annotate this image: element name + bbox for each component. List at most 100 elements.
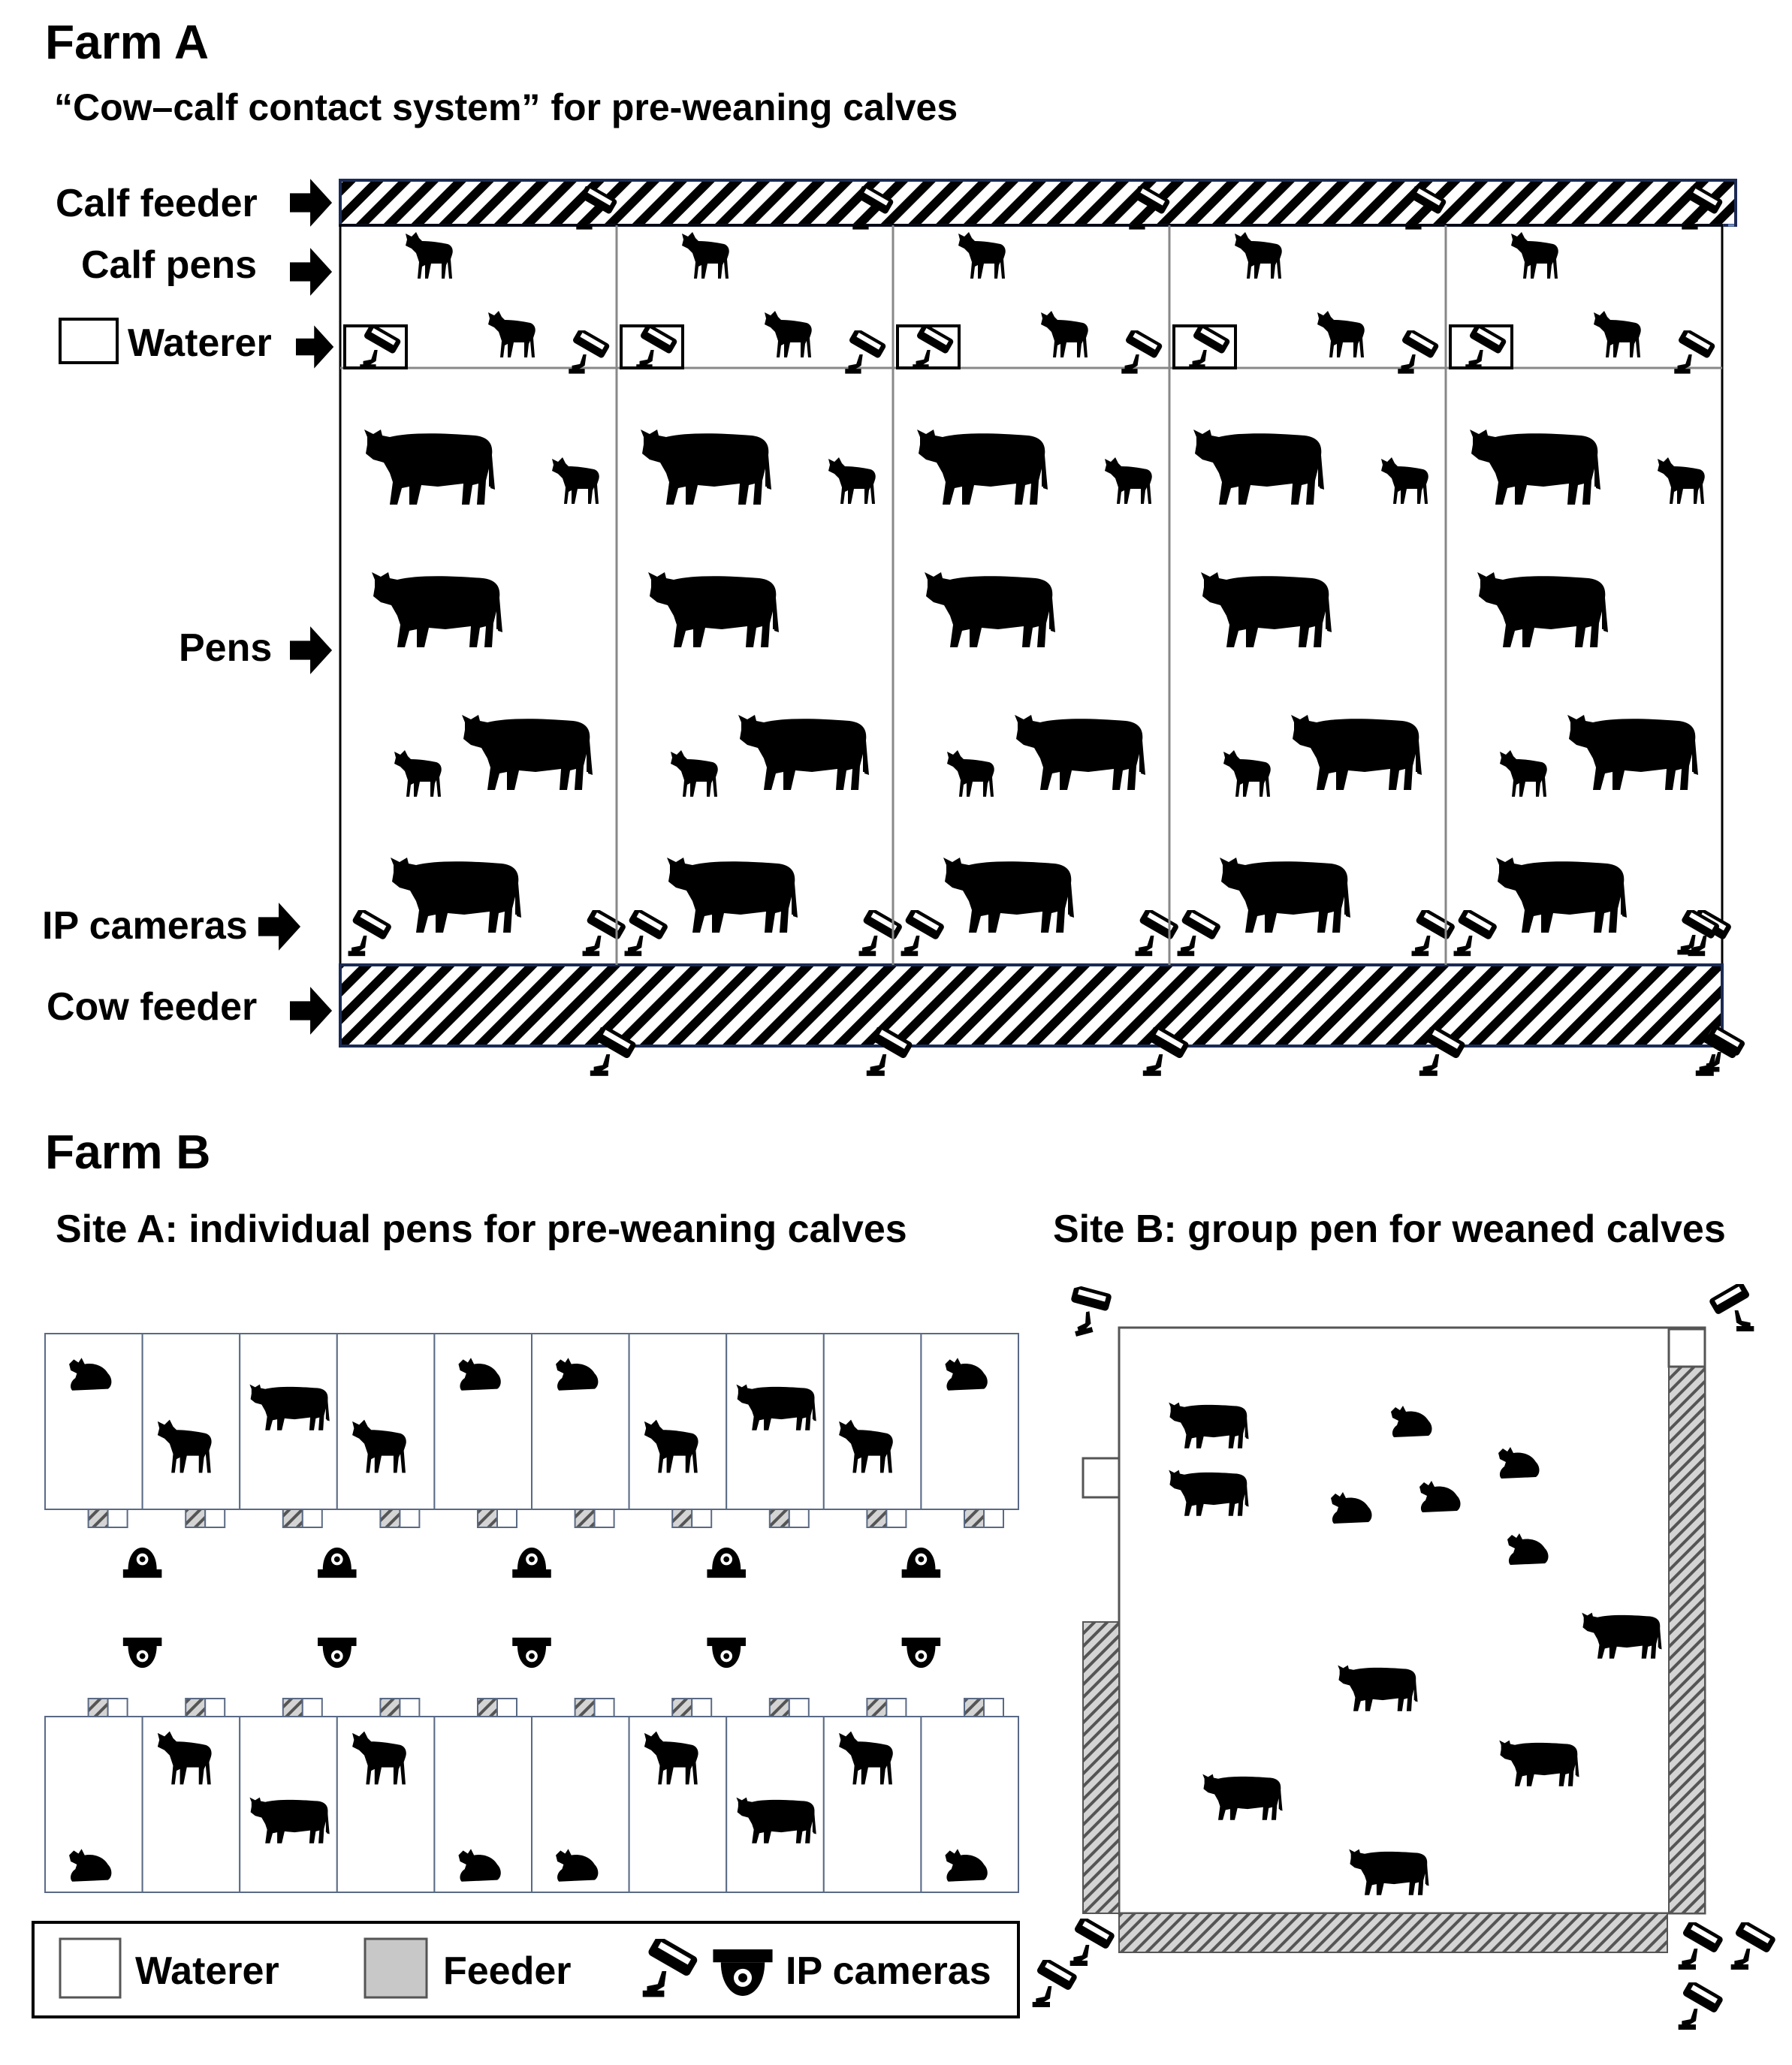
feeder-bottom xyxy=(1118,1913,1668,1953)
dome-camera-icon xyxy=(122,1637,162,1669)
cow-icon xyxy=(1193,430,1324,505)
legend: Waterer Feeder IP cameras xyxy=(32,1921,1020,2018)
ip-camera-icon xyxy=(1674,330,1716,374)
calf-icon xyxy=(1594,311,1641,357)
site-a-individual-pens xyxy=(44,1333,1020,1893)
ip-camera-icon xyxy=(1453,910,1498,957)
calf-icon xyxy=(947,750,994,797)
calf-icon xyxy=(765,311,812,357)
calf-icon xyxy=(1223,750,1271,797)
waterer xyxy=(593,1698,615,1717)
feeder xyxy=(185,1509,207,1528)
calf-icon xyxy=(1235,232,1282,279)
individual-pen xyxy=(822,1333,922,1510)
ip-camera-icon xyxy=(1708,1284,1754,1331)
farm-a-subtitle: “Cow–calf contact system” for pre-weanin… xyxy=(54,86,958,128)
feeder xyxy=(671,1698,693,1717)
label-waterer: Waterer xyxy=(128,321,272,365)
waterer xyxy=(885,1698,907,1717)
cow-icon xyxy=(917,430,1048,505)
dome-camera-icon xyxy=(122,1547,162,1578)
calf-icon xyxy=(394,750,442,797)
ip-camera-icon xyxy=(1398,330,1440,374)
ip-camera-icon xyxy=(1069,1919,1116,1966)
label-calf-feeder: Calf feeder xyxy=(56,182,258,225)
ip-camera-icon xyxy=(1678,1982,1724,2030)
feeder xyxy=(477,1509,498,1528)
calf-icon xyxy=(1105,457,1152,504)
feeder xyxy=(379,1698,401,1717)
dome-camera-icon xyxy=(512,1547,551,1578)
calf-icon xyxy=(488,311,535,357)
waterer xyxy=(107,1509,128,1528)
site-a-title: Site A: individual pens for pre-weaning … xyxy=(56,1207,907,1251)
waterer xyxy=(204,1509,226,1528)
calf-icon xyxy=(1511,232,1558,279)
dome-camera-icon xyxy=(901,1547,941,1578)
cow-icon xyxy=(1470,430,1600,505)
calf-icon xyxy=(1041,311,1088,357)
cow-icon xyxy=(1201,572,1332,647)
dome-camera-icon xyxy=(512,1637,551,1669)
waterer xyxy=(983,1509,1004,1528)
ip-camera-icon xyxy=(1411,910,1456,957)
arrow-icon xyxy=(296,325,334,369)
legend-waterer-label: Waterer xyxy=(135,1949,279,1993)
farm-b-title: Farm B xyxy=(45,1125,211,1179)
feeder xyxy=(574,1509,596,1528)
waterer xyxy=(204,1698,226,1717)
cow-icon xyxy=(1220,858,1350,933)
calf-icon xyxy=(1500,750,1547,797)
ip-camera-icon xyxy=(901,910,946,957)
cow-icon xyxy=(648,572,779,647)
ip-camera-icon xyxy=(582,910,627,957)
calf-icon xyxy=(671,750,718,797)
farm-a-title: Farm A xyxy=(45,15,209,69)
waterer xyxy=(496,1698,517,1717)
feeder xyxy=(866,1698,888,1717)
cow-icon xyxy=(925,572,1055,647)
waterer-legend-box xyxy=(59,318,119,364)
farm-a-barn xyxy=(339,179,1737,1048)
cow-icon xyxy=(943,858,1074,933)
cow-icon xyxy=(1477,572,1608,647)
waterer xyxy=(399,1509,421,1528)
waterer xyxy=(301,1509,323,1528)
calf-feeder xyxy=(339,179,1737,227)
waterer xyxy=(496,1509,517,1528)
calf-icon xyxy=(828,457,876,504)
cow-icon xyxy=(1567,715,1698,790)
individual-pen xyxy=(920,1333,1020,1510)
feeder xyxy=(87,1509,109,1528)
dome-camera-icon xyxy=(707,1547,746,1578)
feeder xyxy=(964,1698,985,1717)
site-b-group-pen xyxy=(1032,1278,1777,2030)
feeder-left xyxy=(1082,1621,1120,1914)
individual-pen xyxy=(336,1333,436,1510)
feeder xyxy=(768,1509,790,1528)
arrow-icon xyxy=(290,626,333,674)
feeder xyxy=(185,1698,207,1717)
waterer xyxy=(593,1509,615,1528)
individual-pen xyxy=(531,1333,630,1510)
feeder-right xyxy=(1668,1366,1706,1914)
feeder xyxy=(574,1698,596,1717)
feeder xyxy=(282,1698,303,1717)
calf-icon xyxy=(552,457,599,504)
farm-a-pens xyxy=(343,186,1746,1076)
dome-camera-icon xyxy=(318,1637,357,1669)
calf-icon xyxy=(1658,457,1705,504)
feeder xyxy=(866,1509,888,1528)
waterer xyxy=(788,1698,810,1717)
feeder xyxy=(671,1509,693,1528)
cow-icon xyxy=(1496,858,1627,933)
waterer-left xyxy=(1082,1457,1121,1499)
ip-camera-icon xyxy=(1177,910,1222,957)
feeder xyxy=(379,1509,401,1528)
calf-icon xyxy=(682,232,729,279)
ip-camera-icon xyxy=(858,910,904,957)
individual-pen xyxy=(628,1333,728,1510)
cow-icon xyxy=(1291,715,1422,790)
calf-icon xyxy=(958,232,1006,279)
